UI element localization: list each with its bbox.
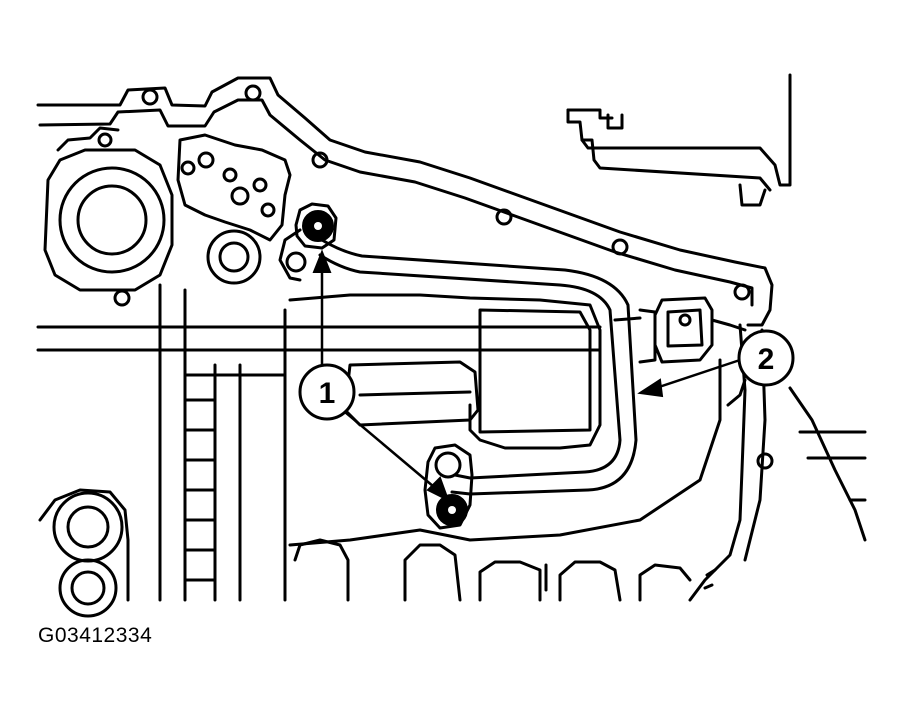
top-right-boss-step	[738, 183, 767, 207]
callout-1: 1	[298, 363, 356, 421]
lower-cavity	[638, 563, 692, 602]
lower-pan-lip	[288, 358, 722, 547]
lower-cavity	[403, 543, 462, 602]
callout-2-circle	[737, 329, 795, 387]
sensor-bolt	[678, 313, 692, 327]
flange-bolt-hole	[495, 208, 513, 226]
left-housing-outline	[43, 148, 174, 292]
lower-left-boss-frame	[38, 488, 130, 602]
lower-left-boss2-outer	[58, 558, 118, 618]
lower-left-boss-outer	[52, 491, 124, 563]
lower-pan-outer	[688, 323, 747, 602]
callout-2: 2	[737, 329, 795, 387]
cover-flange-inner-edge	[38, 98, 754, 307]
lower-pan-flange-ring	[726, 378, 747, 407]
sensor-bracket	[613, 308, 657, 364]
callout-1-circle	[298, 363, 356, 421]
callout-2-leader	[648, 358, 742, 392]
flange-bolt-hole	[611, 238, 629, 256]
oil-tube-inner	[320, 238, 638, 496]
figure-id-label: G03412334	[38, 624, 153, 647]
boss-edge-line	[566, 108, 614, 120]
tube-upper-flange-bracket	[278, 228, 302, 282]
round-boss-outer	[206, 229, 262, 285]
flange-bolt-hole	[311, 151, 329, 169]
sensor-connector-block	[653, 296, 714, 364]
housing-small-hole	[260, 202, 276, 218]
round-boss-inner	[218, 241, 250, 273]
tube-upper-seal	[285, 251, 307, 273]
lower-left-boss-inner	[66, 505, 110, 549]
callout-2-arrowhead	[637, 378, 664, 398]
callout-1-arrowhead-down	[426, 476, 450, 503]
left-housing-lobe	[56, 126, 120, 152]
flange-bolt-hole	[97, 132, 113, 148]
housing-small-hole	[252, 177, 268, 193]
callout-1-arrowhead-up	[312, 249, 332, 273]
top-right-boss-detail	[580, 138, 772, 192]
flange-bolt-hole	[756, 452, 774, 470]
strainer-body	[288, 293, 602, 450]
lower-cavity	[293, 538, 350, 602]
cover-flange-outline	[36, 76, 774, 327]
oil-tube-outer	[318, 253, 622, 480]
callout-1-number: 1	[319, 377, 336, 410]
boss-small-bracket	[606, 113, 624, 130]
housing-small-hole	[222, 167, 238, 183]
sensor-connector-inner	[666, 308, 704, 348]
housing-small-hole	[230, 186, 250, 206]
housing-web	[176, 133, 292, 242]
tube-lower-seal-ring	[434, 451, 462, 479]
lower-rib	[183, 373, 287, 582]
tube-lower-flange	[423, 443, 474, 530]
tube-upper-flange	[294, 202, 338, 250]
small-rib	[703, 568, 717, 590]
callout-2-number: 2	[758, 343, 775, 376]
sensor-wire	[710, 318, 747, 332]
flange-bolt-hole	[113, 289, 131, 307]
strainer-cylinder-band	[358, 390, 472, 397]
flange-bolt-hole	[733, 283, 751, 301]
housing-small-hole	[197, 151, 215, 169]
lower-web-inner	[213, 363, 242, 602]
right-frame-line	[788, 386, 867, 542]
lower-web-left	[158, 283, 187, 602]
top-right-boss	[566, 73, 792, 187]
lower-cavity	[478, 560, 542, 602]
flange-bolt-hole	[141, 88, 159, 106]
lower-cavity	[558, 560, 622, 602]
lower-left-boss2-inner	[70, 570, 106, 606]
housing-small-hole	[180, 160, 196, 176]
callout-1-leader-down	[343, 410, 442, 494]
left-housing-inner-ring	[76, 184, 148, 256]
flange-bolt-hole	[244, 84, 262, 102]
right-frame-line2	[798, 430, 867, 502]
strainer-inner-box	[478, 308, 592, 434]
left-housing-outer-ring	[58, 166, 166, 274]
